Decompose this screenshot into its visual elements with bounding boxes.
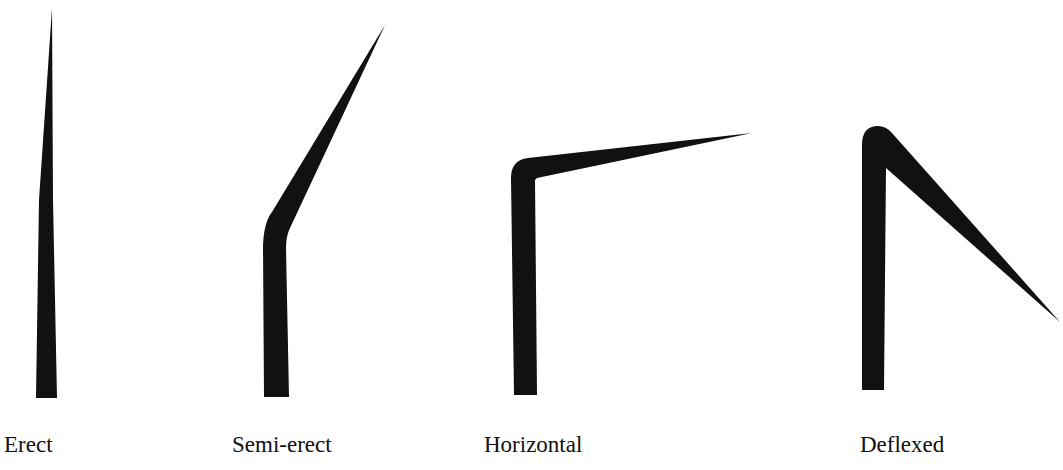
- type-label: Deflexed: [860, 432, 944, 458]
- type-label: Erect: [4, 432, 53, 458]
- type-label: Semi-erect: [232, 432, 332, 458]
- deflexed-leaf: [862, 126, 1060, 390]
- horizontal-leaf: [511, 133, 752, 395]
- erect-leaf: [36, 8, 57, 398]
- semi-erect-leaf: [263, 25, 385, 397]
- type-label: Horizontal: [484, 432, 582, 458]
